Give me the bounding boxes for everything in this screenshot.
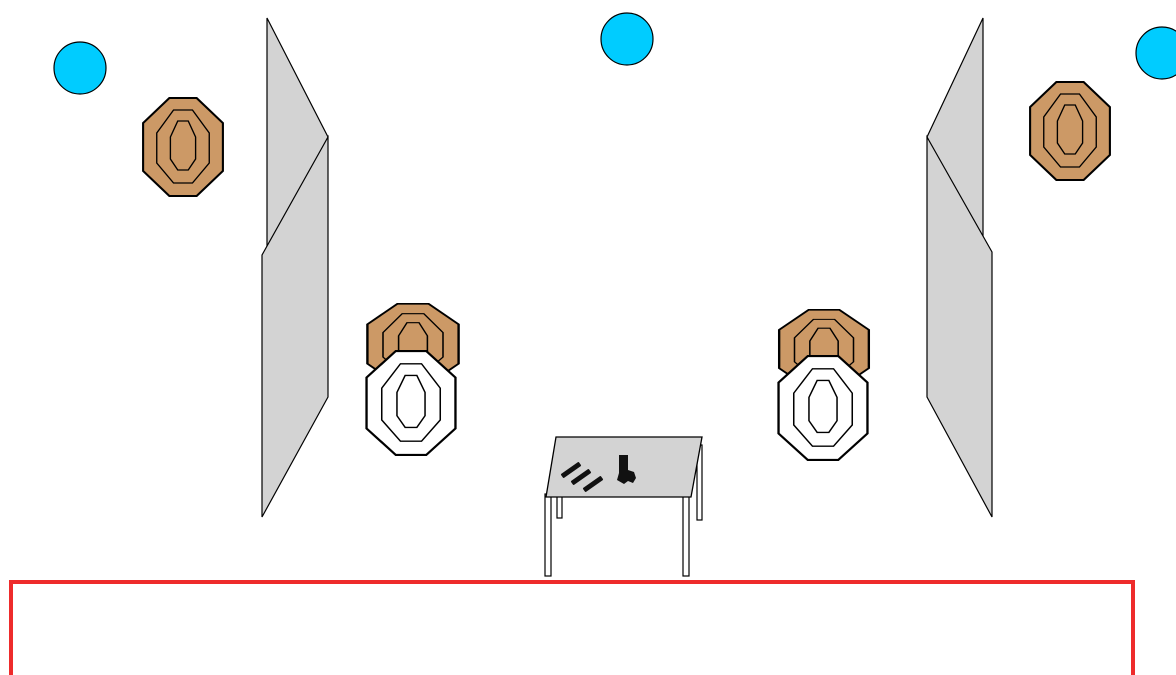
no-shoot-target-left <box>365 349 457 457</box>
paper-target-upper-right <box>1029 80 1111 182</box>
steel-plate-left <box>53 41 107 95</box>
steel-plate-right <box>1135 26 1176 80</box>
pistol-icon <box>617 455 636 484</box>
barrier-wall-right-lower <box>926 134 993 518</box>
barrier-wall-left-lower <box>261 134 329 518</box>
no-shoot-target-right <box>777 354 869 462</box>
magazine-icon <box>560 462 604 492</box>
table <box>544 436 703 577</box>
steel-plate-center <box>600 12 654 66</box>
shooting-area-fault-line <box>9 580 1135 675</box>
paper-target-upper-left <box>142 96 224 198</box>
